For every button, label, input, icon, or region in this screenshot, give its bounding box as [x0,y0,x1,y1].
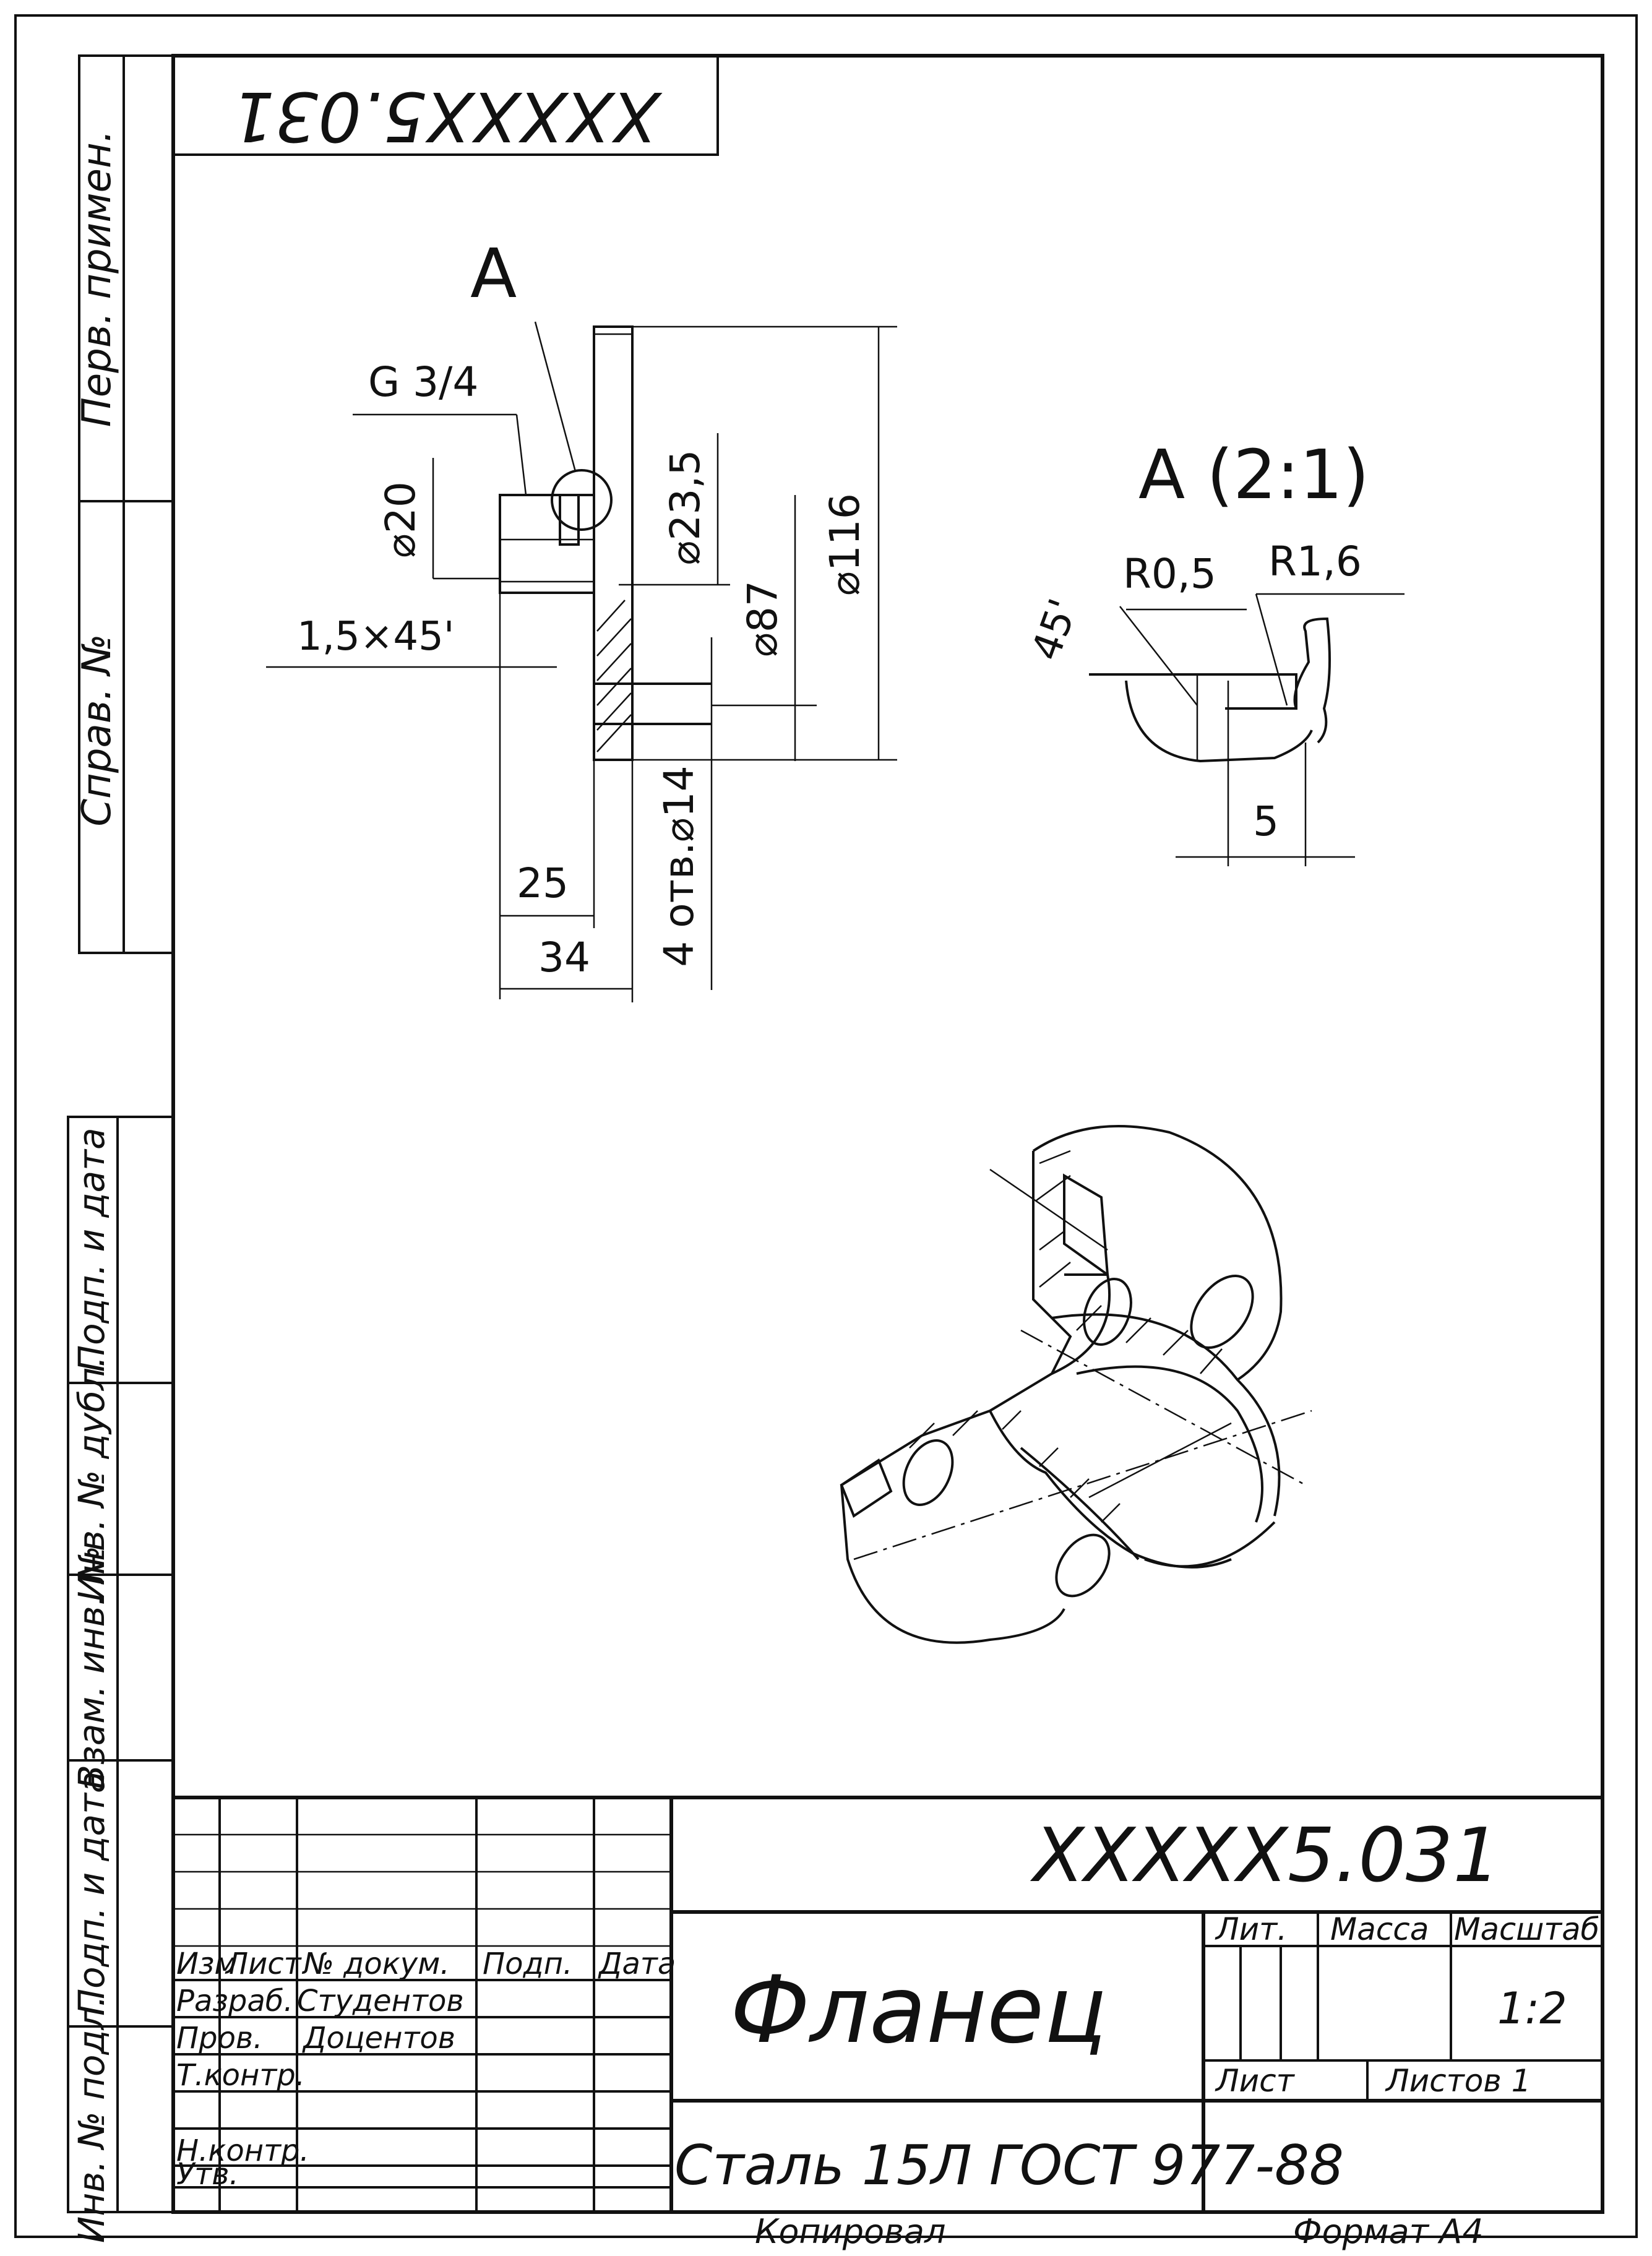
massa-label: Масса [1330,1911,1429,1947]
title-part-name: Фланец [730,1957,1107,2064]
top-stamp-number: XXXXX5.031 [231,77,663,156]
side-vzam-inv: Взам. инв. № [71,1546,113,1789]
hdr-data: Дата [598,1947,676,1981]
row-tkontr-role: Т.контр. [176,2058,305,2093]
hdr-no-dokum: № докум. [301,1947,450,1981]
row-utv-role: Утв. [176,2157,239,2192]
side-inv-dubl: Инв. № дубл. [71,1356,113,1602]
iso-hatch [909,1150,1223,1523]
label-a: А [470,234,517,313]
row-prov-role: Пров. [176,2021,262,2056]
hdr-podp: Подп. [483,1947,572,1981]
row-prov-name: Доцентов [302,2021,455,2056]
section-view: А G 3/4 ⌀20 ⌀23,5 ⌀87 ⌀116 1,5×45' 4 отв… [266,234,897,1002]
top-stamp: XXXXX5.031 [172,56,719,156]
side-perv-primen: Перв. примен. [74,130,120,427]
dim-chamfer: 1,5×45' [297,614,454,660]
dim-len34: 34 [538,934,590,981]
title-drawing-number: XXXXX5.031 [1030,1813,1500,1899]
row-razrab-name: Студентов [297,1984,464,2018]
dim-d87: ⌀87 [739,580,786,657]
detail-r16: R1,6 [1268,538,1362,585]
lit-label: Лит. [1215,1911,1287,1947]
hdr-izm: Изм [176,1947,237,1981]
title-block: Изм Лист № докум. Подп. Дата Разраб. Сту… [171,1796,1604,2214]
dim-thread: G 3/4 [368,358,478,406]
detail-angle: 45' [1023,593,1087,666]
detail-a-circle [551,469,613,531]
dim-len25: 25 [517,859,569,907]
detail-r05: R0,5 [1123,550,1216,598]
row-razrab-role: Разраб. [176,1984,293,2018]
outer-frame [14,14,1638,2238]
side-sprav-no: Справ. № [74,634,120,826]
listov-label: Листов 1 [1385,2063,1531,2099]
hdr-list: Лист [225,1947,303,1981]
dim-holes: 4 отв.⌀14 [655,765,703,967]
side-podp-data-bottom: Подп. и дата [71,1771,113,2015]
detail-width: 5 [1253,798,1279,845]
side-inv-podl: Инв. № подл. [71,1996,113,2243]
dim-d23-5: ⌀23,5 [661,450,709,566]
scale-value: 1:2 [1497,1983,1567,2034]
side-columns: Перв. примен. Справ. № Подп. и дата Инв.… [67,54,174,2243]
side-podp-data-top: Подп. и дата [71,1127,113,1372]
row-nkontr-role: Н.контр. [176,2133,309,2168]
isometric-view [840,1125,1312,1644]
detail-title: А (2:1) [1138,435,1369,514]
footer-kopiroval: Копировал [755,2212,946,2251]
detail-view: А (2:1) R0,5 R1,6 45' 5 [1023,435,1405,866]
dim-d116: ⌀116 [821,493,869,596]
title-material: Сталь 15Л ГОСТ 977-88 [674,2133,1344,2197]
flange-hatch [596,600,632,752]
footer-format: Формат А4 [1293,2212,1484,2251]
dim-d20: ⌀20 [377,481,424,558]
list-label: Лист [1215,2063,1296,2099]
masshtab-label: Масштаб [1454,1911,1599,1947]
